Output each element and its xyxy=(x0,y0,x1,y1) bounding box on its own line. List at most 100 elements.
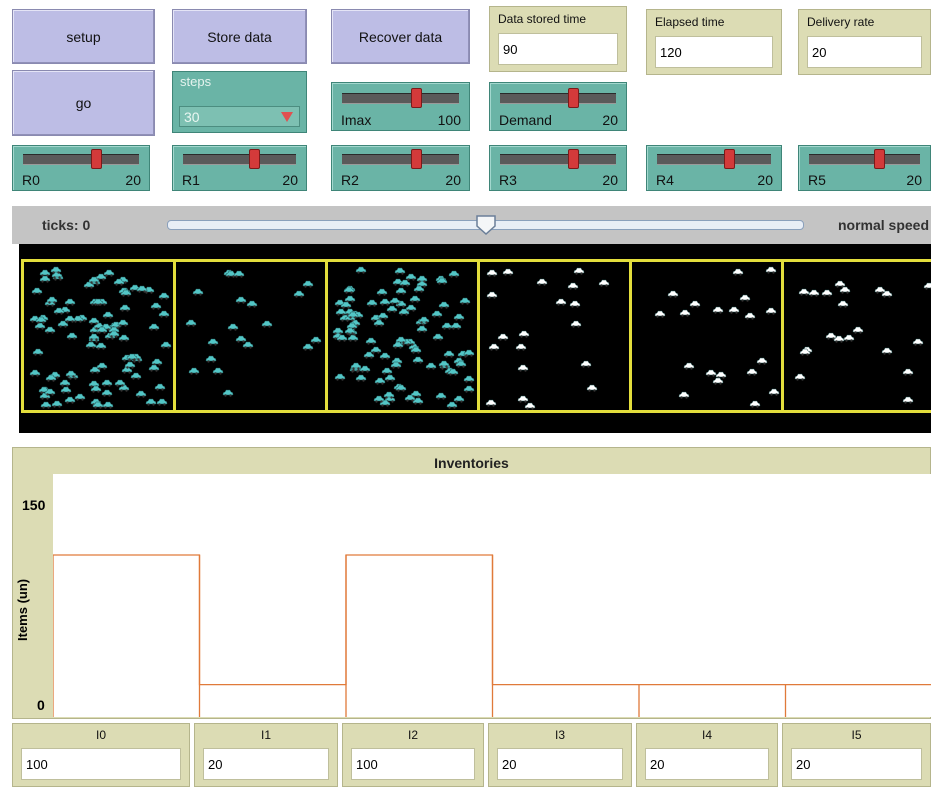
slider-track[interactable] xyxy=(657,149,771,169)
car-icon xyxy=(852,326,864,334)
car-icon xyxy=(233,271,245,279)
car-icon xyxy=(746,368,758,376)
car-icon xyxy=(599,279,610,287)
car-icon xyxy=(486,269,498,277)
car-icon xyxy=(404,395,416,402)
monitor-label: I0 xyxy=(95,728,106,742)
setup-button[interactable]: setup xyxy=(12,9,155,64)
car-icon xyxy=(373,319,385,327)
car-icon xyxy=(102,389,113,397)
imax-slider[interactable]: Imax 100 xyxy=(331,82,470,131)
i3-monitor: I3 20 xyxy=(488,723,632,787)
slider-track[interactable] xyxy=(342,149,459,169)
car-icon xyxy=(246,300,258,308)
slider-handle[interactable] xyxy=(873,149,885,169)
car-icon xyxy=(412,397,424,405)
r5-slider[interactable]: R5 20 xyxy=(798,145,931,191)
car-icon xyxy=(654,311,665,318)
slider-track[interactable] xyxy=(500,88,616,108)
car-icon xyxy=(389,297,401,305)
car-icon xyxy=(488,343,500,351)
slider-track[interactable] xyxy=(500,149,616,169)
car-icon xyxy=(88,334,99,342)
monitor-label: I4 xyxy=(701,728,712,742)
car-icon xyxy=(262,320,273,328)
car-icon xyxy=(115,379,126,387)
car-icon xyxy=(35,322,46,330)
bar-I3 xyxy=(493,685,640,717)
car-icon xyxy=(350,363,362,371)
car-icon xyxy=(412,356,423,364)
slider-handle[interactable] xyxy=(567,149,579,169)
i0-monitor: I0 100 xyxy=(12,723,190,787)
bar-I5 xyxy=(786,685,931,717)
slider-handle[interactable] xyxy=(410,149,422,169)
r1-slider[interactable]: R1 20 xyxy=(172,145,307,191)
slider-handle[interactable] xyxy=(249,149,261,169)
car-icon xyxy=(882,290,893,298)
car-icon xyxy=(65,371,77,378)
slider-track[interactable] xyxy=(23,149,139,169)
data-stored-time-monitor: Data stored time 90 xyxy=(489,6,627,72)
car-icon xyxy=(61,386,72,394)
slider-track[interactable] xyxy=(342,88,459,108)
car-icon xyxy=(235,297,247,305)
car-icon xyxy=(185,319,197,327)
r0-slider[interactable]: R0 20 xyxy=(12,145,150,191)
go-button[interactable]: go xyxy=(12,70,155,136)
car-icon xyxy=(205,356,217,364)
steps-chooser[interactable]: steps 30 xyxy=(172,71,307,133)
chooser-label: steps xyxy=(180,74,212,89)
monitor-value: 120 xyxy=(655,36,773,68)
car-icon xyxy=(39,269,51,277)
slider-value: 100 xyxy=(437,112,461,128)
car-icon xyxy=(343,286,355,294)
r3-slider[interactable]: R3 20 xyxy=(489,145,627,191)
car-icon xyxy=(808,289,820,297)
car-icon xyxy=(393,341,404,349)
car-icon xyxy=(126,353,137,361)
inventory-patch xyxy=(21,259,176,413)
car-icon xyxy=(586,384,597,392)
car-icon xyxy=(336,334,348,342)
slider-handle[interactable] xyxy=(723,149,735,169)
car-icon xyxy=(227,323,239,331)
car-icon xyxy=(355,375,367,382)
car-icon xyxy=(65,315,76,323)
car-icon xyxy=(439,301,450,309)
slider-value: 20 xyxy=(445,172,461,188)
car-icon xyxy=(45,374,57,382)
r4-slider[interactable]: R4 20 xyxy=(646,145,782,191)
dropdown-triangle-icon[interactable] xyxy=(281,112,293,122)
car-icon xyxy=(335,308,346,316)
car-icon xyxy=(882,347,893,355)
car-icon xyxy=(311,336,322,344)
speed-slider[interactable] xyxy=(167,215,804,236)
demand-slider[interactable]: Demand 20 xyxy=(489,82,627,131)
slider-value: 20 xyxy=(602,112,618,128)
car-icon xyxy=(381,367,392,375)
slider-handle[interactable] xyxy=(410,88,422,108)
slider-handle[interactable] xyxy=(567,88,579,108)
steps-select[interactable]: 30 xyxy=(179,106,300,127)
r2-slider[interactable]: R2 20 xyxy=(331,145,470,191)
slider-track[interactable] xyxy=(809,149,920,169)
car-icon xyxy=(90,385,102,393)
car-icon xyxy=(120,304,131,312)
car-icon xyxy=(332,328,344,335)
car-icon xyxy=(158,310,170,318)
recover-data-button[interactable]: Recover data xyxy=(331,9,470,64)
car-icon xyxy=(124,361,136,369)
speed-slider-handle[interactable] xyxy=(475,214,497,236)
slider-track[interactable] xyxy=(183,149,296,169)
car-icon xyxy=(145,398,156,406)
slider-handle[interactable] xyxy=(90,149,102,169)
slider-name: R0 xyxy=(22,172,40,188)
car-icon xyxy=(64,298,76,306)
store-data-button[interactable]: Store data xyxy=(172,9,307,64)
car-icon xyxy=(765,308,777,315)
car-icon xyxy=(158,292,170,300)
car-icon xyxy=(161,342,172,350)
car-icon xyxy=(122,367,133,374)
bar-I2 xyxy=(346,555,493,717)
